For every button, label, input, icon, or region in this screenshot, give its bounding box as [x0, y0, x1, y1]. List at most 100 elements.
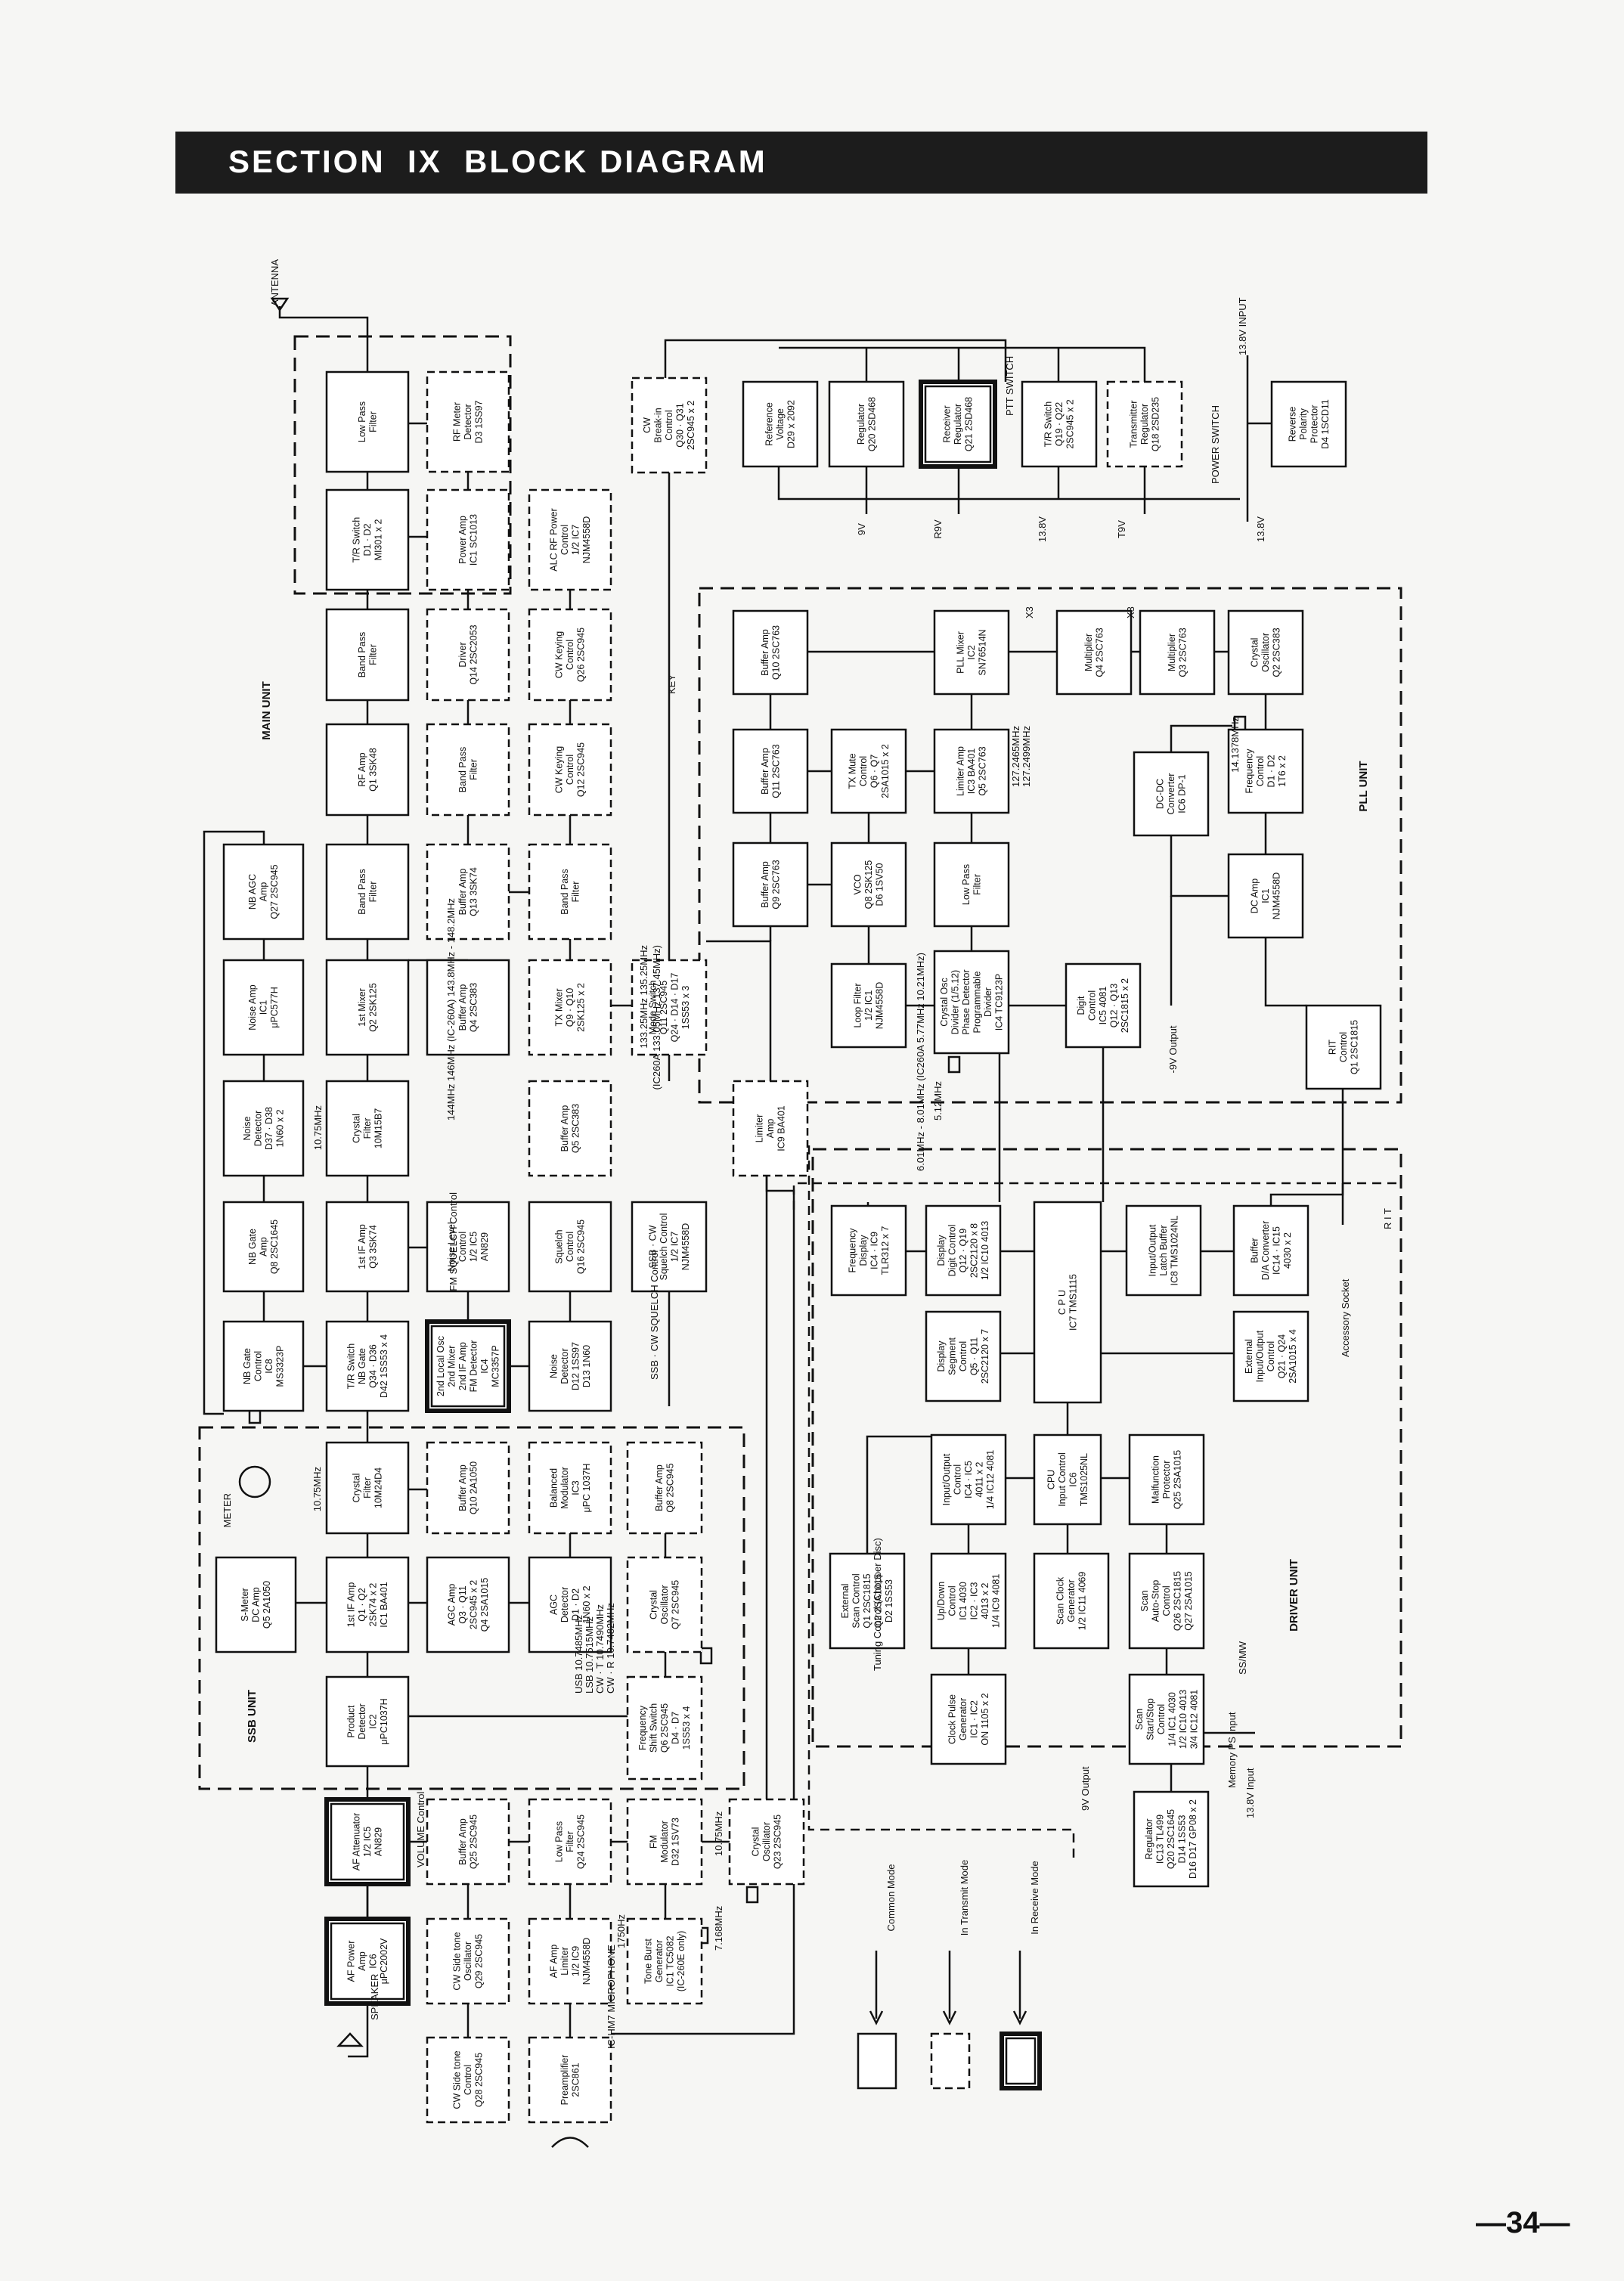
block-alc-line: Control — [559, 525, 570, 555]
svg-text:Loop Filter1/2 IC1NJM4558D: Loop Filter1/2 IC1NJM4558D — [853, 982, 885, 1030]
block-lpf-line: Filter — [367, 411, 378, 432]
block-fshift-line: 1SS53 x 4 — [681, 1706, 692, 1750]
block-bufamp5-line: Q5 2SC383 — [570, 1104, 581, 1153]
svg-text:RF MeterDetectorD3 1SS97: RF MeterDetectorD3 1SS97 — [452, 400, 485, 443]
block-afpwr-line: AF Power — [346, 1941, 356, 1982]
block-trsw: T/R SwitchD1 · D2MI301 x 2 — [325, 488, 410, 591]
signal-line — [203, 830, 265, 1415]
block-digctl-line: 2SC1815 x 2 — [1120, 978, 1130, 1033]
block-xoscdiv-line: Divider — [983, 987, 993, 1017]
signal-line — [1170, 835, 1229, 897]
svg-text:S-MeterDC AmpQ5 2A1050: S-MeterDC AmpQ5 2A1050 — [240, 1581, 272, 1629]
block-rxreg: ReceiverRegulatorQ21 2SD468 — [919, 380, 997, 469]
block-pllmixer: PLL MixerIC2SN76514N — [933, 609, 1010, 696]
block-bpf3: Band PassFilter — [325, 843, 410, 941]
svg-text:CrystalOscillatorQ7 2SC945: CrystalOscillatorQ7 2SC945 — [649, 1580, 681, 1629]
block-afatt-line: AN829 — [373, 1827, 384, 1856]
block-refv-line: D29 x 2092 — [786, 400, 797, 448]
block-revpol: ReversePolarityProtectorD4 1SCD11 — [1270, 380, 1347, 468]
svg-text:ALC RF PowerControl1/2 IC7NJM4: ALC RF PowerControl1/2 IC7NJM4558D — [548, 508, 592, 571]
label-cwr: CW · R 10.7482MHz — [605, 1603, 616, 1694]
block-modesw-line: Mode Switch — [647, 981, 658, 1035]
block-if1: 1st IF AmpQ3 3SK74 — [325, 1201, 410, 1293]
signal-line — [777, 466, 1240, 501]
block-ritctl-line: RIT — [1328, 1040, 1338, 1055]
legend-label-common: Common Mode — [885, 1864, 897, 1932]
block-trsw-line: MI301 x 2 — [373, 519, 384, 561]
svg-text:TX MuteControlQ6 · Q72SA1015 x: TX MuteControlQ6 · Q72SA1015 x 2 — [847, 744, 891, 798]
block-reg5-line: Regulator — [1144, 1818, 1154, 1859]
label-volume: VOLUME Control — [415, 1791, 426, 1867]
block-dabuf-line: D/A Converter — [1260, 1221, 1271, 1281]
block-mult4-line: Multiplier — [1083, 634, 1094, 671]
block-noisedet2-line: D13 1N60 — [581, 1345, 592, 1387]
block-revpol-line: Reverse — [1287, 407, 1297, 442]
svg-text:CW Side toneOscillatorQ29 2SC9: CW Side toneOscillatorQ29 2SC945 — [452, 1932, 485, 1990]
block-reg9-line: Regulator — [856, 404, 866, 445]
block-iolatch-line: Input/Output — [1148, 1224, 1158, 1276]
block-afpwr-line: μPC2002V — [379, 1938, 389, 1984]
block-bufamp9-line: Buffer Amp — [760, 861, 770, 908]
label-v138b: 13.8V — [1255, 516, 1266, 542]
block-pllmixer-line: SN76514N — [978, 629, 988, 675]
block-bpf2-line: Filter — [468, 759, 479, 780]
block-nbagc-line: NB AGC — [247, 874, 258, 910]
block-bufamp25: Buffer AmpQ25 2SC945 — [426, 1798, 510, 1886]
meter-icon — [238, 1465, 271, 1498]
block-rfamp-line: Q1 3SK48 — [367, 748, 378, 792]
block-nbgatectl-line: IC8 — [264, 1359, 274, 1374]
svg-text:Buffer AmpQ13 3SK74: Buffer AmpQ13 3SK74 — [457, 867, 479, 916]
block-lo2-line: 2nd IF Amp — [457, 1342, 468, 1390]
block-xosc23-line: Crystal — [751, 1827, 761, 1857]
label-v138in: 13.8V Input — [1244, 1768, 1256, 1818]
block-clkpulse-line: Generator — [958, 1698, 969, 1740]
block-toneburst-line: Tone Burst — [643, 1939, 653, 1984]
block-clkpulse-line: IC1 · IC2 — [969, 1700, 979, 1738]
block-iolatch: Input/OutputLatch BufferIC8 TMS1024NL — [1125, 1204, 1202, 1297]
block-noiselvl-line: 1/2 IC5 — [468, 1232, 479, 1262]
block-reg9: RegulatorQ20 2SD468 — [828, 380, 905, 468]
label-f133: 133.25MHz 135.25MHz — [638, 945, 649, 1049]
block-limamp3-line: IC3 BA401 — [966, 748, 977, 795]
block-extscan-line: Q2 2SA1015 — [873, 1574, 884, 1629]
page-number: —34— — [1476, 2206, 1570, 2239]
label-f133b: (IC260A 133.05MHz 137.45MHz) — [651, 945, 662, 1089]
svg-text:T/R SwitchQ19 · Q222SC945 x 2: T/R SwitchQ19 · Q222SC945 x 2 — [1043, 399, 1076, 448]
block-noiseamp-line: μPC577H — [269, 987, 280, 1027]
block-modesw-line: 1SS53 x 3 — [680, 986, 691, 1030]
svg-text:RITControlQ1 2SC1815: RITControlQ1 2SC1815 — [1328, 1020, 1360, 1074]
svg-text:ReceiverRegulatorQ21 2SD468: ReceiverRegulatorQ21 2SD468 — [942, 397, 975, 451]
block-nbagc: NB AGCAmpQ27 2SC945 — [222, 843, 305, 941]
block-txmute: TX MuteControlQ6 · Q72SA1015 x 2 — [830, 728, 907, 814]
label-f512: 5.12MHz — [932, 1081, 944, 1120]
block-scanauto: ScanAuto-StopControlQ26 2SC1815Q27 2SA10… — [1128, 1552, 1205, 1650]
block-trswnb: T/R SwitchNB GateQ34 · D36D42 1SS53 x 4 — [325, 1320, 410, 1412]
block-trsw-line: T/R Switch — [352, 517, 362, 563]
block-ritctl-line: Control — [1338, 1032, 1349, 1062]
signal-line — [779, 346, 1146, 382]
signal-line — [1170, 724, 1232, 752]
block-fshift-line: D4 · D7 — [671, 1712, 681, 1744]
block-bufamp8-line: Q8 2SC945 — [665, 1463, 675, 1512]
label-ssbmw: SS/MW — [1237, 1641, 1248, 1675]
block-reg5-line: D16 D17 GP08 x 2 — [1188, 1799, 1198, 1879]
block-xtal2: CrystalFilter10M24D4 — [325, 1441, 410, 1535]
svg-text:PLL MixerIC2SN76514N: PLL MixerIC2SN76514N — [956, 629, 988, 675]
block-noisedet-line: Detector — [253, 1111, 263, 1146]
block-scanss-line: Control — [1156, 1704, 1167, 1734]
svg-text:MalfunctionProtectorQ25 2SA101: MalfunctionProtectorQ25 2SA1015 — [1151, 1450, 1183, 1510]
block-freqdisp-line: Frequency — [847, 1228, 857, 1273]
block-modesw: Mode SwitchQ11 2SC945Q24 · D14 · D171SS5… — [631, 959, 708, 1056]
signal-line — [706, 940, 772, 1081]
block-bufamp4-line: Buffer Amp — [457, 984, 468, 1031]
block-mixer1-line: Q2 2SK125 — [367, 983, 378, 1032]
label-lsb: LSB 10.7515MHz — [584, 1616, 595, 1694]
block-bufamp25-line: Buffer Amp — [457, 1818, 468, 1865]
block-extscan-line: External — [840, 1584, 851, 1619]
block-dcconv: DC-DCConverterIC6 DP-1 — [1133, 751, 1210, 837]
block-cpu-line: IC7 TMS1115 — [1068, 1274, 1078, 1331]
block-pwramp: Power AmpIC1 SC1013 — [426, 488, 510, 591]
block-toneburst: Tone BurstGeneratorIC1 TC5082(IC-260E on… — [626, 1917, 703, 2005]
label-memps: Memory PS Input — [1226, 1712, 1238, 1788]
block-if1ssb: 1st IF AmpQ1 · Q22SK74 x 2IC1 BA401 — [325, 1556, 410, 1653]
